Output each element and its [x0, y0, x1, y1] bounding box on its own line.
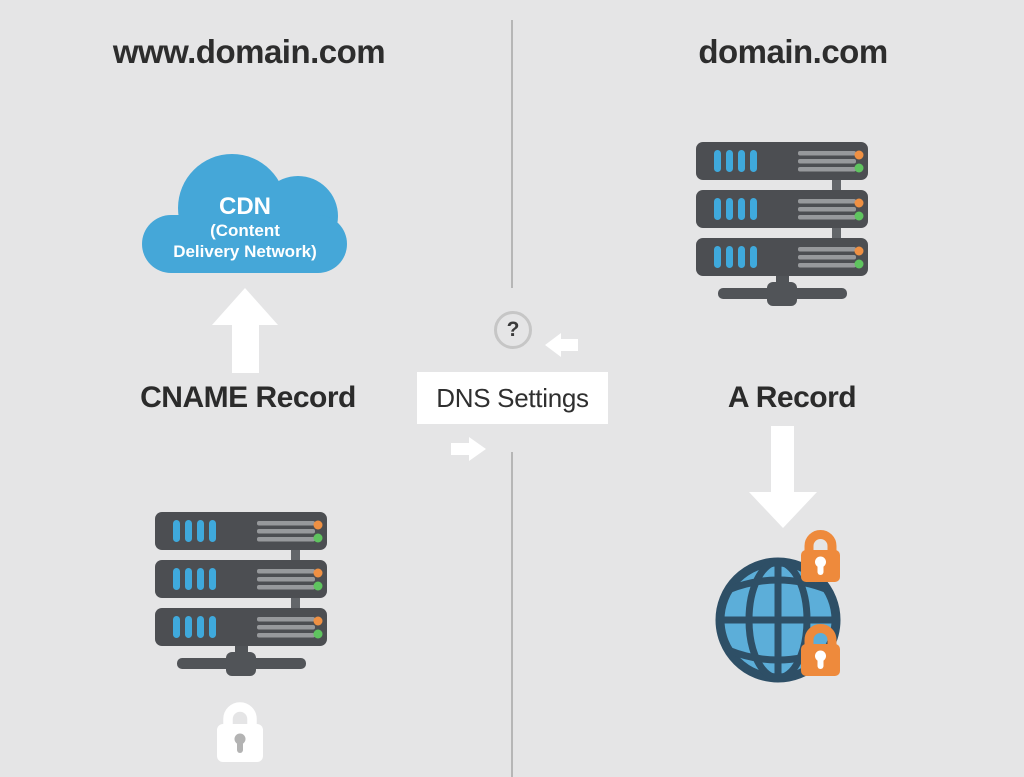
cloud-label: CDN (Content Delivery Network)	[140, 194, 350, 262]
cname-record-label: CNAME Record	[140, 381, 356, 414]
down-arrow-head	[749, 492, 817, 528]
padlock-icon-bottom	[801, 624, 840, 676]
left-arrow-head	[545, 333, 561, 357]
dns-settings-label: DNS Settings	[436, 382, 589, 413]
divider-line-bottom	[511, 452, 513, 777]
cdn-cloud-icon: CDN (Content Delivery Network)	[140, 150, 350, 280]
cloud-base	[142, 215, 347, 273]
dns-settings-box: DNS Settings	[417, 372, 608, 424]
a-record-label: A Record	[727, 381, 857, 414]
padlock-icon-white	[217, 702, 263, 762]
down-arrow-shaft	[771, 426, 794, 494]
domain-title-right: domain.com	[698, 33, 888, 70]
server-stack-icon-left	[155, 512, 331, 678]
left-arrow-shaft	[560, 339, 578, 351]
right-arrow-head	[469, 437, 486, 461]
right-arrow-shaft	[451, 443, 470, 455]
divider-line-top	[511, 20, 513, 288]
question-mark-icon: ?	[494, 311, 532, 349]
server-stack-icon-right	[696, 142, 872, 308]
globe-lock-icon	[715, 530, 841, 683]
cloud-title: CDN	[219, 193, 271, 220]
cloud-subtitle-line1: (Content	[210, 221, 280, 240]
up-arrow-head	[212, 288, 278, 325]
up-arrow-shaft	[232, 322, 259, 373]
padlock-icon-top	[801, 530, 840, 582]
domain-title-left: www.domain.com	[112, 33, 386, 70]
cloud-subtitle-line2: Delivery Network)	[173, 242, 317, 261]
globe-icon	[715, 557, 841, 683]
